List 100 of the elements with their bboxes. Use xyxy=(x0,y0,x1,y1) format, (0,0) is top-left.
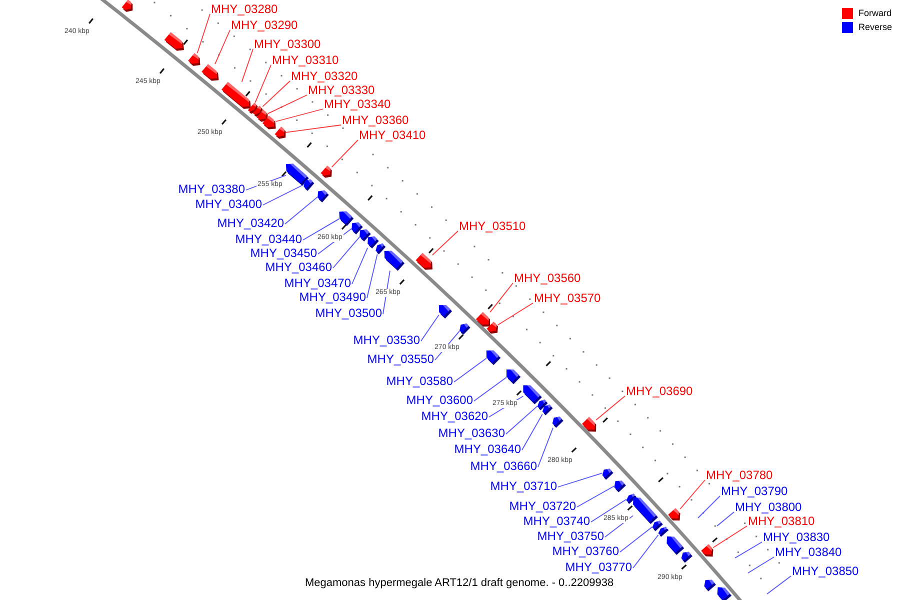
leader-line xyxy=(522,414,543,450)
leader-line xyxy=(698,496,720,518)
gene-label: MHY_03550 xyxy=(367,352,434,366)
leader-line xyxy=(262,80,290,108)
leader-line xyxy=(241,48,254,82)
gene-label: MHY_03330 xyxy=(308,83,375,97)
gene-label: MHY_03710 xyxy=(490,479,557,493)
leader-line xyxy=(267,94,308,114)
leader-line xyxy=(432,230,458,256)
gene-label: MHY_03810 xyxy=(748,514,815,528)
gene-feature xyxy=(486,322,498,334)
gene-feature xyxy=(122,0,133,12)
gene-feature xyxy=(668,508,680,520)
gene-feature xyxy=(352,222,363,234)
gene-feature xyxy=(717,586,732,600)
gene-label: MHY_03760 xyxy=(552,544,619,558)
gene-label: MHY_03440 xyxy=(235,232,302,246)
gene-feature xyxy=(320,166,332,178)
leader-line xyxy=(632,534,659,568)
leader-line xyxy=(596,396,626,420)
gene-label: MHY_03450 xyxy=(250,246,317,260)
leader-line xyxy=(284,196,318,224)
gene-feature xyxy=(164,32,184,51)
leader-line xyxy=(214,30,230,65)
gene-feature xyxy=(286,163,309,186)
gene-label: MHY_03580 xyxy=(386,374,453,388)
gene-feature xyxy=(339,211,354,226)
gene-feature xyxy=(416,252,432,270)
gene-feature xyxy=(262,116,276,130)
leader-line xyxy=(558,472,603,488)
gene-feature xyxy=(681,552,692,563)
gene-label: MHY_03560 xyxy=(514,271,581,285)
gene-feature xyxy=(318,190,329,202)
gene-label: MHY_03310 xyxy=(272,53,339,67)
gene-label: MHY_03380 xyxy=(178,182,245,196)
gene-feature xyxy=(701,544,714,557)
leader-line xyxy=(196,14,210,54)
gene-label: MHY_03400 xyxy=(195,197,262,211)
gene-feature xyxy=(523,384,542,404)
leader-line xyxy=(590,498,627,522)
gene-feature xyxy=(384,250,404,271)
gene-feature xyxy=(614,480,626,492)
gene-label: MHY_03410 xyxy=(359,128,426,142)
leader-line xyxy=(506,406,538,434)
gene-feature xyxy=(602,468,614,480)
gene-feature xyxy=(360,229,371,242)
gene-label: MHY_03800 xyxy=(735,500,802,514)
gene-label: MHY_03840 xyxy=(775,545,842,559)
gene-label: MHY_03600 xyxy=(406,393,473,407)
gene-label: MHY_03850 xyxy=(792,564,859,578)
leader-line xyxy=(420,314,440,342)
caption: Megamonas hypermegale ART12/1 draft genome. - 0..2209938 xyxy=(305,577,614,590)
leader-line xyxy=(254,64,272,104)
gene-label: MHY_03690 xyxy=(626,384,693,398)
gene-feature xyxy=(368,236,379,248)
leader-line xyxy=(275,108,324,122)
legend-label: Forward xyxy=(858,8,892,19)
gene-label: MHY_03570 xyxy=(534,291,601,305)
gene-feature xyxy=(460,323,470,335)
gene-feature xyxy=(188,53,200,66)
gene-label: MHY_03780 xyxy=(706,468,773,482)
leader-line xyxy=(490,282,514,313)
leader-line xyxy=(474,376,507,402)
gene-feature xyxy=(552,416,564,428)
gene-feature xyxy=(476,312,490,327)
gene-label: MHY_03460 xyxy=(265,260,332,274)
gene-label: MHY_03620 xyxy=(421,409,488,423)
gene-label: MHY_03320 xyxy=(291,69,358,83)
gene-label: MHY_03530 xyxy=(353,333,420,347)
gene-label: MHY_03490 xyxy=(299,290,366,304)
gene-feature xyxy=(376,243,386,254)
gene-feature xyxy=(256,110,268,122)
gene-feature xyxy=(582,416,596,432)
gene-label: MHY_03630 xyxy=(438,426,505,440)
gene-label: MHY_03790 xyxy=(721,484,788,498)
gene-label: MHY_03470 xyxy=(284,276,351,290)
gene-label: MHY_03740 xyxy=(523,514,590,528)
gene-label: MHY_03720 xyxy=(509,499,576,513)
gene-label: MHY_03660 xyxy=(470,459,537,473)
gene-label: MHY_03280 xyxy=(211,2,278,16)
gene-feature xyxy=(666,536,684,555)
leader-line xyxy=(366,254,378,298)
leader-line xyxy=(262,184,304,206)
gene-label: MHY_03830 xyxy=(763,530,830,544)
gene-feature xyxy=(202,64,219,81)
leader-line xyxy=(538,427,554,468)
leader-line xyxy=(498,302,534,326)
gene-feature xyxy=(506,368,521,384)
gene-label: MHY_03420 xyxy=(217,216,284,230)
gene-feature xyxy=(486,350,501,365)
gene-feature xyxy=(438,304,452,318)
gene-label: MHY_03340 xyxy=(324,97,391,111)
gene-feature xyxy=(304,179,314,191)
legend-label: Reverse xyxy=(858,22,892,33)
gene-feature xyxy=(542,404,553,416)
gene-label: MHY_03500 xyxy=(315,306,382,320)
gene-label: MHY_03640 xyxy=(454,442,521,456)
gene-feature xyxy=(652,520,663,532)
leader-line xyxy=(712,526,748,548)
gene-feature xyxy=(222,82,251,109)
